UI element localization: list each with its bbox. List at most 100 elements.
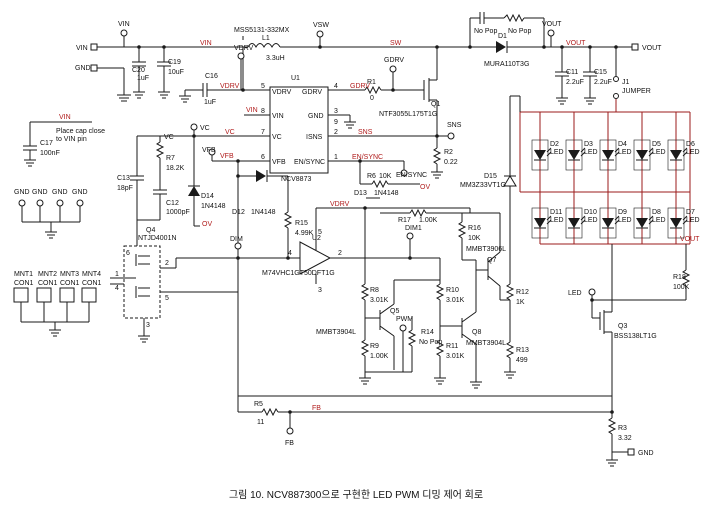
c19-value: 10uF xyxy=(168,69,184,76)
gnd-right-label: GND xyxy=(638,450,654,457)
l1-value: 3.3uH xyxy=(266,55,285,62)
d15-ref: D15 xyxy=(484,173,497,180)
u1-ref: U1 xyxy=(291,75,300,82)
u1-pin-vdrv: VDRV xyxy=(272,89,292,96)
vfb-testpoint xyxy=(208,148,216,156)
mnt1-ref: MNT1 xyxy=(14,271,33,278)
r6-value: 10K xyxy=(379,173,392,180)
u1-pin-gnd: GND xyxy=(308,113,324,120)
top-led-label-4: LED xyxy=(686,149,700,156)
bottom-led-ref-4: D7 xyxy=(686,209,695,216)
d1-ref: D1 xyxy=(498,33,507,40)
q3-ref: Q3 xyxy=(618,323,627,330)
d1-part: MURA110T3G xyxy=(484,61,529,68)
mnt3-ref: MNT3 xyxy=(60,271,79,278)
q3-part: BSS138LT1G xyxy=(614,333,657,340)
bottom-led-label-0: LED xyxy=(550,217,564,224)
q7-ref: Q7 xyxy=(487,257,496,264)
gdrv-testpoint xyxy=(389,65,397,73)
u1-pin-num-2: 2 xyxy=(334,129,338,136)
vin-net-label: VIN xyxy=(200,40,212,47)
q4-dual-mosfet xyxy=(123,245,161,319)
q1-part: NTF3055L175T1G xyxy=(379,111,437,118)
r5-value: 11 xyxy=(257,419,264,426)
u2-pin-3: 3 xyxy=(318,287,322,294)
top-led-ref-1: D3 xyxy=(584,141,593,148)
q1-ref: Q1 xyxy=(431,101,440,108)
vc-testpoint xyxy=(190,123,198,131)
vout-led-net-label: VOUT xyxy=(680,236,700,243)
sns-testpoint xyxy=(447,132,455,140)
u1-pin-vfb: VFB xyxy=(272,159,286,166)
led-tp-label: LED xyxy=(568,290,582,297)
q8-ref: Q8 xyxy=(472,329,481,336)
sw-net-label: SW xyxy=(390,40,402,47)
r11-value: 3.01K xyxy=(446,353,465,360)
r14-value: No Pop xyxy=(419,339,442,346)
mnt2-part: CON1 xyxy=(38,280,58,287)
gnd-terminal xyxy=(90,64,98,72)
bottom-led-ref-1: D10 xyxy=(584,209,597,216)
u1-pin-num-8: 8 xyxy=(261,108,265,115)
q4-pin-1: 1 xyxy=(115,271,119,278)
vsw-testpoint xyxy=(316,30,324,38)
top-led-ref-3: D5 xyxy=(652,141,661,148)
vout-terminal xyxy=(631,43,639,51)
bottom-led-label-2: LED xyxy=(618,217,632,224)
u1-pin-num-9: 9 xyxy=(334,119,338,126)
vsw-label: VSW xyxy=(313,22,329,29)
d12-part: 1N4148 xyxy=(251,209,276,216)
r13-ref: R13 xyxy=(516,347,529,354)
q4-pin-4: 4 xyxy=(115,285,119,292)
vdrv-net-label: VDRV xyxy=(220,83,240,90)
r1-value: 0 xyxy=(370,95,374,102)
c17-value: 100nF xyxy=(40,150,60,157)
u1-pin-num-1: 1 xyxy=(334,154,338,161)
q8-part: MMBT3904L xyxy=(466,340,506,347)
r10-value: 3.01K xyxy=(446,297,465,304)
mount-hole-group: MNT1 CON1 MNT2 CON1 MNT3 CON1 MNT4 CON1 xyxy=(13,271,102,337)
vout-net-label: VOUT xyxy=(566,40,586,47)
bottom-led-ref-0: D11 xyxy=(550,209,562,216)
r17-ref: R17 xyxy=(398,217,411,224)
c15-ref: C15 xyxy=(594,69,607,76)
u1-pin-num-3: 3 xyxy=(334,108,338,115)
fb-testpoint xyxy=(286,427,294,435)
r9-ref: R9 xyxy=(370,343,379,350)
top-led-ref-0: D2 xyxy=(550,141,559,148)
vout-tp-label: VOUT xyxy=(542,21,562,28)
top-led-label-3: LED xyxy=(652,149,666,156)
ensync-net-label: EN/SYNC xyxy=(352,154,383,161)
u2-pin-2: 2 xyxy=(338,250,342,257)
pwm-tp-label: PWM xyxy=(396,316,413,323)
c15-value: 2.2uF xyxy=(594,79,612,86)
r13-value: 499 xyxy=(516,357,528,364)
gnd-tp-label-2: GND xyxy=(32,189,48,196)
u1-pin-num-7: 7 xyxy=(261,129,265,136)
j1-ref: J1 xyxy=(622,79,630,86)
bottom-led-label-1: LED xyxy=(584,217,598,224)
d13-part: 1N4148 xyxy=(374,190,399,197)
gnd-label: GND xyxy=(75,65,91,72)
led-testpoint xyxy=(588,288,596,296)
q4-pin-2: 2 xyxy=(165,260,169,267)
r3-ref: R3 xyxy=(618,425,627,432)
gnd-tp-label-3: GND xyxy=(52,189,68,196)
j1-jumper-pin1 xyxy=(613,76,619,82)
u1-pin-gdrv: GDRV xyxy=(302,89,322,96)
u1-pin-vin: VIN xyxy=(272,113,284,120)
vfb-tp-label: VFB xyxy=(202,147,216,154)
top-led-label-0: LED xyxy=(550,149,564,156)
mnt2-ref: MNT2 xyxy=(38,271,57,278)
u1-pin-num-5: 5 xyxy=(261,83,265,90)
mnt4-ref: MNT4 xyxy=(82,271,101,278)
r2-ref: R2 xyxy=(444,149,453,156)
top-led-label-2: LED xyxy=(618,149,632,156)
gdrv-tp-label: GDRV xyxy=(384,57,404,64)
